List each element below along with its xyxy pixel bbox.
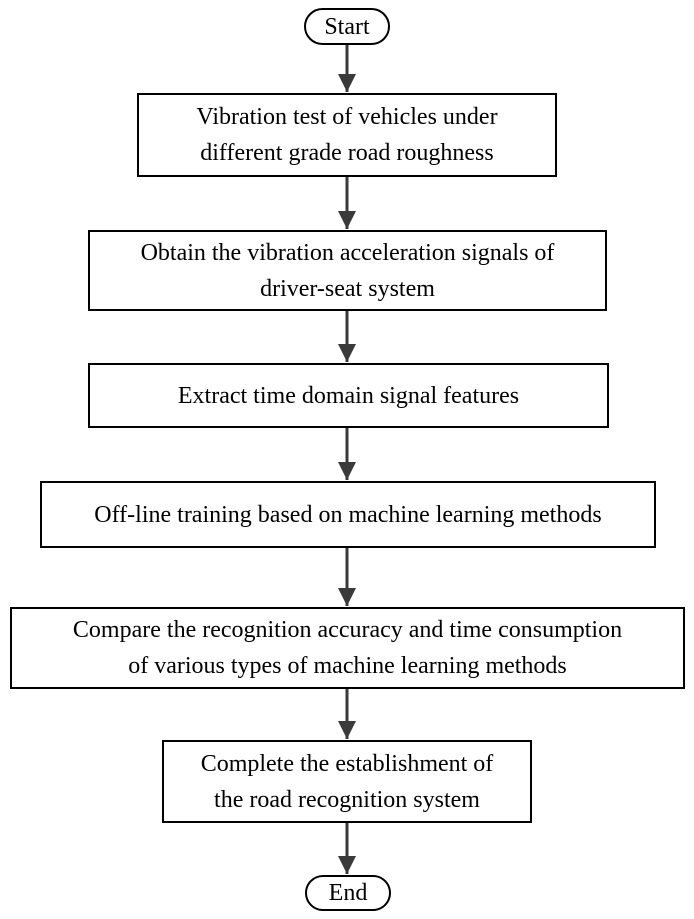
- end-terminal: End: [305, 875, 391, 911]
- step-1-box: Vibration test of vehicles under differe…: [137, 93, 557, 177]
- step-3-line-1: Extract time domain signal features: [177, 382, 520, 409]
- step-4-line-1: Off-line training based on machine learn…: [94, 501, 602, 528]
- start-label: Start: [324, 13, 370, 40]
- step-6-line-2: the road recognition system: [214, 786, 480, 813]
- step-4-box: Off-line training based on machine learn…: [40, 481, 656, 548]
- step-5-line-2: of various types of machine learning met…: [128, 653, 567, 679]
- step-3-box: Extract time domain signal features: [88, 363, 609, 428]
- start-terminal: Start: [304, 8, 390, 45]
- step-5-line-1: Compare the recognition accuracy and tim…: [72, 617, 623, 643]
- end-label: End: [328, 880, 368, 906]
- step-2-line-2: driver-seat system: [260, 275, 435, 302]
- step-6-box: Complete the establishment of the road r…: [162, 740, 532, 823]
- step-1-line-2: different grade road roughness: [200, 140, 494, 166]
- step-6-line-1: Complete the establishment of: [200, 750, 494, 777]
- step-2-box: Obtain the vibration acceleration signal…: [88, 230, 607, 311]
- step-2-line-1: Obtain the vibration acceleration signal…: [140, 239, 555, 266]
- step-1-line-1: Vibration test of vehicles under: [196, 104, 498, 130]
- step-5-box: Compare the recognition accuracy and tim…: [10, 607, 685, 689]
